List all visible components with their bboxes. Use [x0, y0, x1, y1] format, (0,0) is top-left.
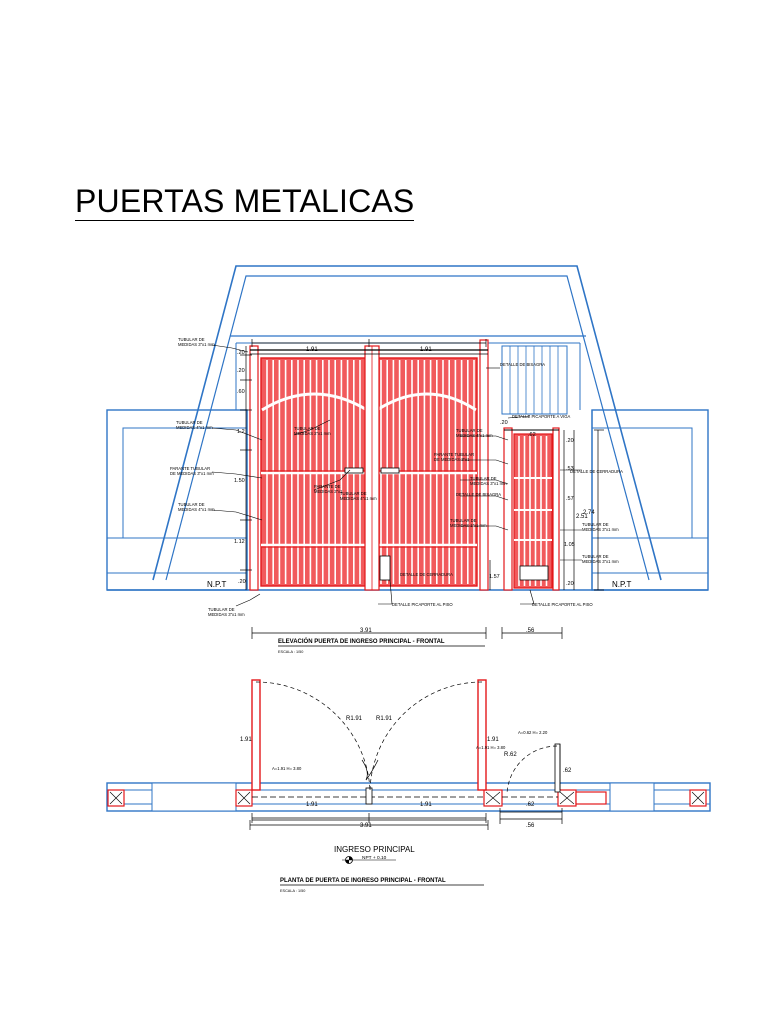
npt-right-label: N.P.T [612, 580, 632, 589]
plan-arc-right: R1.91 [376, 716, 393, 722]
dim-h-bottom: .20 [238, 579, 246, 585]
dim-small-total: 2.74 [583, 510, 595, 516]
plan-left-h: 1.91 [240, 737, 252, 743]
dim-h-20: .20 [237, 368, 245, 374]
note-19: DETALLE DE CERRADURA [400, 572, 453, 577]
dim-h-150: 1.50 [234, 478, 245, 484]
room-label: INGRESO PRINCIPAL [334, 845, 415, 854]
pedestrian-door [503, 427, 560, 591]
note-18: DETALLE PICAPORTE AL PISO [532, 602, 593, 607]
dim-gate-top: .20 [500, 420, 508, 426]
dim-h-12: 1.2 [237, 429, 245, 435]
dim-h-112: 1.12 [234, 539, 245, 545]
dim-total-width: 3.91 [360, 628, 372, 634]
elevation-dimensions [240, 339, 604, 639]
plan-view: R1.91 R1.91 1.91 1.91 1.91 1.91 3.91 .62… [106, 679, 711, 893]
elevation-scale: ESCALA : 1/50 [278, 650, 303, 654]
plan-caption: PLANTA DE PUERTA DE INGRESO PRINCIPAL - … [280, 878, 446, 884]
npt-level-label: NPT + 0.10 [362, 855, 387, 861]
plan-w-left: 1.91 [306, 802, 318, 808]
level-marker-icon [342, 856, 396, 864]
dim-small-d: 2.51 [576, 514, 588, 520]
plan-small-r: .62 [563, 768, 572, 774]
note-15: DETALLE DE CERRADURA [570, 469, 623, 474]
dim-leaf-left: 1.91 [306, 347, 318, 353]
plan-total: 3.91 [360, 823, 372, 829]
dim-gate-h: 1.57 [489, 574, 500, 580]
npt-left-label: N.P.T [207, 580, 227, 589]
main-gate [249, 339, 489, 591]
dim-small-f: .20 [566, 581, 574, 587]
elevation-caption: ELEVACIÓN PUERTA DE INGRESO PRINCIPAL - … [278, 637, 445, 645]
dim-small-b: .53 [566, 466, 574, 472]
dim-small-width: .56 [526, 628, 535, 634]
dim-small-e: 1.05 [564, 542, 575, 548]
plan-arc-left: R1.91 [346, 716, 363, 722]
plan-scale: ESCALA : 1/50 [280, 889, 305, 893]
plan-small-total: .56 [526, 823, 535, 829]
structure-elevation [106, 265, 709, 591]
leader-lines [211, 344, 582, 607]
plan-right-h: 1.91 [487, 737, 499, 743]
note-13: DETALLE DE BISAGRA [456, 492, 501, 497]
note-9: DETALLE PICAPORTE A VIGA [512, 414, 570, 419]
vent-grille [501, 345, 568, 415]
note-8: DETALLE DE BISAGRA [500, 362, 545, 367]
plan-small-w: .62 [526, 802, 535, 808]
plan-small-arc: R.62 [504, 752, 517, 758]
sheet-title: PUERTAS METALICAS [75, 183, 415, 221]
dim-h-top: .20 [237, 350, 245, 356]
plan-note-a3: A=0.62 H= 2.20 [518, 730, 548, 735]
dim-h-60: .60 [237, 389, 245, 395]
plan-note-a1: A=1.91 H= 3.80 [272, 766, 302, 771]
note-17: DETALLE PICAPORTE AL PISO [392, 602, 453, 607]
dim-small-a: .20 [566, 438, 574, 444]
dim-small-top: .62 [528, 432, 536, 438]
dim-small-c: .57 [566, 496, 574, 502]
dim-leaf-right: 1.91 [420, 347, 432, 353]
plan-w-right: 1.91 [420, 802, 432, 808]
plan-note-a2: A=1.91 H= 3.80 [476, 745, 506, 750]
